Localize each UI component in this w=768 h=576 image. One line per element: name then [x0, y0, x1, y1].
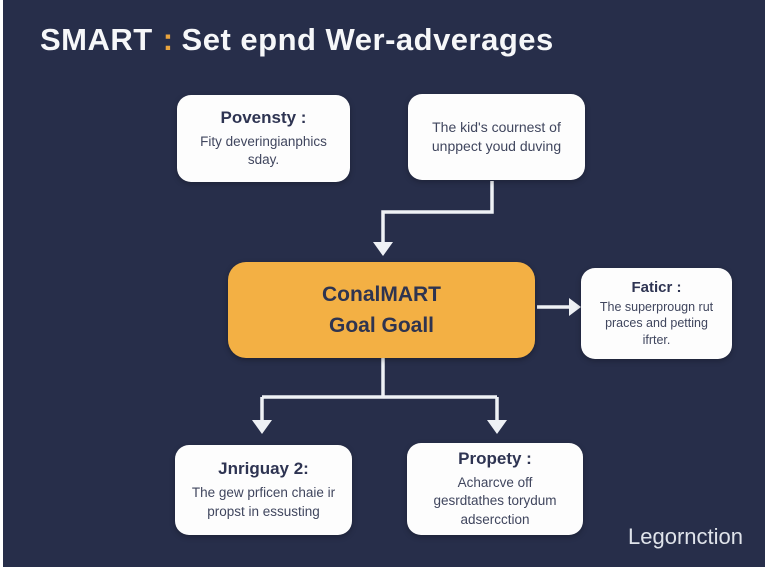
arrowhead-down-left — [252, 420, 272, 434]
node-propety: Propety : Acharcve off gesrdtathes toryd… — [407, 443, 583, 535]
node-propety-heading: Propety : — [458, 449, 532, 469]
node-faticr-heading: Faticr : — [631, 279, 682, 297]
node-top-right: The kid's cournest of unppect youd duvin… — [408, 94, 585, 180]
elbow-connector-top — [381, 181, 494, 242]
node-jnriguay-heading: Jnriguay 2: — [218, 459, 309, 479]
node-jnriguay: Jnriguay 2: The gew prficen chaie ir pro… — [175, 445, 352, 535]
central-goal-line2: Goal Goall — [328, 314, 435, 337]
node-faticr: Faticr : The superprougn rut praces and … — [581, 268, 732, 359]
node-top-right-body: The kid's cournest of unppect youd duvin… — [431, 119, 562, 154]
arrowhead-down-center — [373, 242, 393, 256]
arrowhead-down-right — [487, 420, 507, 434]
watermark-label: Legornction — [628, 524, 743, 549]
node-central-goal: ConalMART Goal Goall — [228, 262, 535, 358]
title-colon: : — [162, 22, 174, 57]
central-goal-line1: ConalMART — [322, 282, 441, 306]
node-jnriguay-body: The gew prficen chaie ir propst in essus… — [191, 485, 336, 519]
title-rest: Set epnd Wer-adverages — [181, 22, 554, 57]
node-propety-body: Acharcve off gesrdtathes torydum adsercc… — [433, 475, 557, 527]
page-title: SMART:Set epnd Wer-adverages — [40, 22, 554, 58]
diagram-canvas: SMART:Set epnd Wer-adverages Povensty : … — [3, 0, 765, 567]
node-povensty-heading: Povensty : — [220, 107, 307, 127]
arrowhead-right — [569, 298, 581, 316]
node-povensty-body: Fity deveringianphics sday. — [200, 133, 327, 167]
node-povensty: Povensty : Fity deveringianphics sday. — [177, 95, 350, 182]
title-brand: SMART — [40, 22, 153, 57]
node-faticr-body: The superprougn rut praces and petting i… — [599, 300, 714, 347]
